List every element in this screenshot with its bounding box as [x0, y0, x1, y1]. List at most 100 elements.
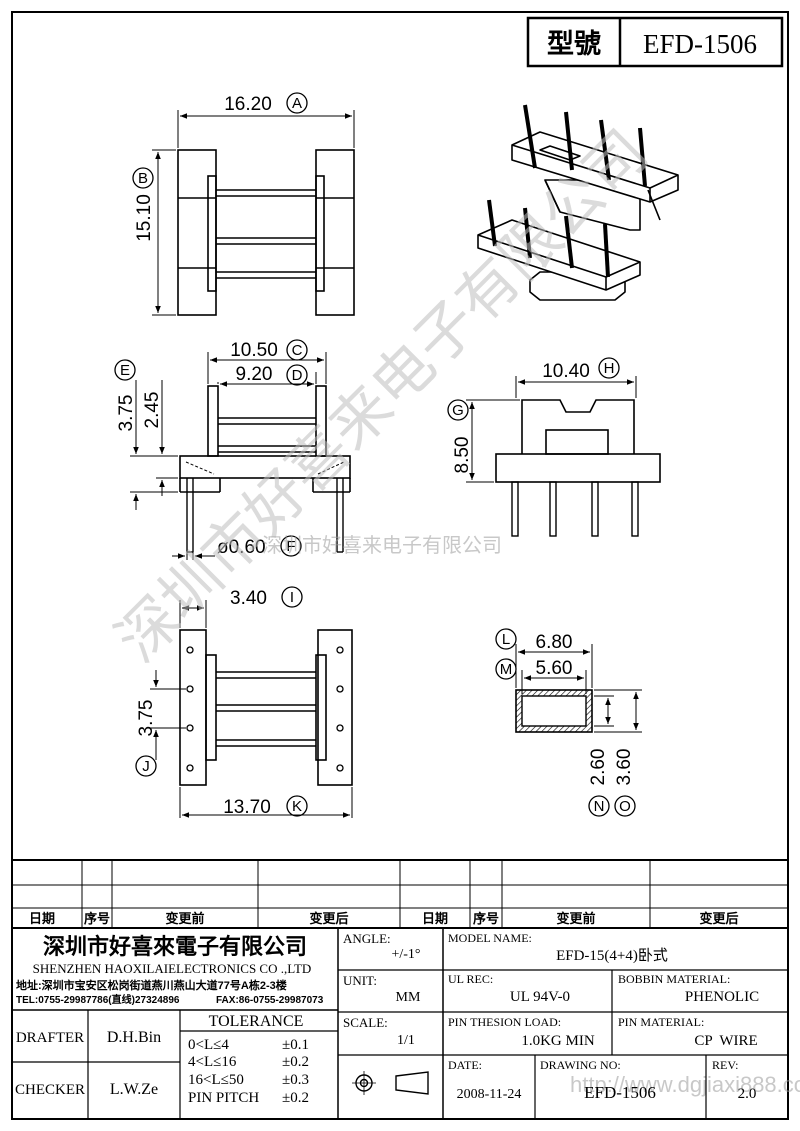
dim-G: 8.50 G [447, 399, 520, 483]
dim-C-label: C [292, 342, 303, 359]
rev-seq-header-1: 序号 [84, 911, 110, 926]
title-block-lines [12, 859, 788, 1119]
tolerance-value-2: ±0.2 [282, 1054, 309, 1070]
dim-J: 3.75 J [135, 670, 186, 777]
drafter-checker: DRAFTER D.H.Bin CHECKER L.W.Ze [15, 1029, 161, 1098]
dim-D-label: D [292, 367, 303, 384]
drawing-no-label: DRAWING NO: [540, 1058, 621, 1072]
pin-material-label: PIN MATERIAL: [618, 1015, 704, 1029]
dim-E-value: 3.75 [116, 395, 137, 432]
dim-C-value: 10.50 [230, 340, 278, 361]
dim-E-label: E [120, 362, 130, 379]
dim-M: 5.60 M [495, 658, 587, 694]
dim-C: 10.50 C [207, 339, 327, 384]
company-name-cn: 深圳市好喜來電子有限公司 [43, 934, 307, 959]
unit-value: MM [396, 990, 421, 1005]
dim-A: 16.20 A [177, 92, 355, 148]
dim-B: 15.10 B [132, 149, 176, 316]
dim-pin-value: ø0.60 [217, 537, 266, 558]
rev-before-header-2: 变更前 [556, 911, 595, 926]
cross-section [515, 689, 593, 733]
dim-H-value: 10.40 [542, 361, 590, 382]
isometric-view [477, 104, 679, 301]
tolerance-value-4: ±0.2 [282, 1090, 309, 1106]
bobbin-material-value: PHENOLIC [685, 989, 759, 1005]
dim-G-value: 8.50 [452, 437, 473, 474]
watermark-site: http://www.dgjiaxi888.com [570, 1072, 800, 1097]
revision-table: 日期 序号 变更前 变更后 日期 序号 变更前 变更后 [29, 911, 739, 926]
unit-label: UNIT: [343, 973, 377, 988]
company-address: 地址:深圳市宝安区松岗街道燕川燕山大道77号A栋2-3楼 [16, 978, 287, 992]
side-view [179, 385, 351, 553]
company-fax: FAX:86-0755-29987073 [216, 995, 324, 1006]
tolerance-range-4: PIN PITCH [188, 1090, 259, 1106]
rev-after-header-1: 变更后 [309, 911, 348, 926]
dim-N-label: N [594, 798, 605, 815]
dim-pin: ø0.60 F [172, 535, 302, 560]
dim-F-value: 2.45 [142, 392, 163, 429]
tolerance-range-3: 16<L≤50 [188, 1072, 244, 1088]
watermark-diagonal: 深圳市好喜来电子有限公司 [105, 118, 661, 674]
drafter-label: DRAFTER [16, 1030, 84, 1046]
dim-K-label: K [292, 798, 302, 815]
bobbin-material-label: BOBBIN MATERIAL: [618, 972, 730, 986]
watermark-horizontal: 深圳市好喜来电子有限公司 [262, 534, 502, 557]
dim-A-value: 16.20 [224, 94, 272, 115]
dim-K-value: 13.70 [223, 797, 271, 818]
rev-value: 2.0 [738, 1086, 757, 1102]
rev-before-header-1: 变更前 [165, 911, 204, 926]
tolerance-value-1: ±0.1 [282, 1037, 309, 1053]
dim-F-label: F [286, 538, 295, 555]
dim-B-label: B [138, 170, 148, 187]
rev-after-header-2: 变更后 [699, 911, 738, 926]
rev-date-header-1: 日期 [29, 911, 55, 926]
dim-J-value: 3.75 [136, 700, 157, 737]
dim-I-value: 3.40 [230, 588, 267, 609]
checker-value: L.W.Ze [110, 1081, 158, 1098]
pin-material-value: CP WIRE [694, 1033, 757, 1049]
model-name-value: EFD-15(4+4)卧式 [556, 947, 668, 964]
model-value: EFD-1506 [643, 29, 757, 59]
model-label: 型號 [547, 29, 601, 59]
front-view [495, 399, 661, 537]
dim-N-value: 2.60 [588, 749, 609, 786]
company-block: 深圳市好喜來電子有限公司 SHENZHEN HAOXILAIELECTRONIC… [16, 934, 324, 1006]
top-view [177, 149, 355, 316]
rev-seq-header-2: 序号 [473, 911, 499, 926]
spec-cells: ANGLE: +/-1° UNIT: MM SCALE: 1/1 MODEL N… [343, 931, 759, 1102]
pin-load-value: 1.0KG MIN [521, 1033, 594, 1049]
dim-L: 6.80 L [495, 628, 593, 688]
dim-H: 10.40 H [515, 357, 637, 398]
dim-K: 13.70 K [179, 787, 353, 818]
tolerance-title: TOLERANCE [209, 1013, 304, 1030]
dim-J-label: J [142, 758, 150, 775]
dim-D-value: 9.20 [236, 364, 273, 385]
dim-B-value: 15.10 [134, 194, 155, 242]
scale-value: 1/1 [397, 1033, 415, 1048]
tolerance-block: TOLERANCE 0<L≤4 ±0.1 4<L≤16 ±0.2 16<L≤50… [188, 1013, 309, 1106]
rev-label: REV: [712, 1058, 738, 1072]
dim-G-label: G [452, 402, 464, 419]
dim-O-label: O [619, 798, 631, 815]
dim-L-value: 6.80 [536, 632, 573, 653]
date-value: 2008-11-24 [457, 1087, 522, 1102]
company-tel: TEL:0755-29987786(直线)27324896 [16, 993, 180, 1006]
dim-O-value: 3.60 [614, 749, 635, 786]
dim-F: 2.45 [142, 380, 178, 496]
drawing-no-value: EFD-1506 [584, 1083, 656, 1102]
ul-rec-value: UL 94V-0 [510, 989, 570, 1005]
outer-border [11, 11, 789, 1120]
dim-M-value: 5.60 [536, 658, 573, 679]
dim-E: 3.75 E [114, 359, 178, 510]
tolerance-range-1: 0<L≤4 [188, 1037, 229, 1053]
angle-value: +/-1° [391, 947, 420, 962]
company-name-en: SHENZHEN HAOXILAIELECTRONICS CO .,LTD [33, 961, 312, 976]
ul-rec-label: UL REC: [448, 972, 493, 986]
drafter-value: D.H.Bin [107, 1029, 161, 1046]
header-model-box: 型號 EFD-1506 [526, 16, 784, 68]
pin-load-label: PIN THESION LOAD: [448, 1015, 561, 1029]
dim-M-label: M [500, 661, 513, 678]
model-name-label: MODEL NAME: [448, 931, 532, 945]
tolerance-value-3: ±0.3 [282, 1072, 309, 1088]
